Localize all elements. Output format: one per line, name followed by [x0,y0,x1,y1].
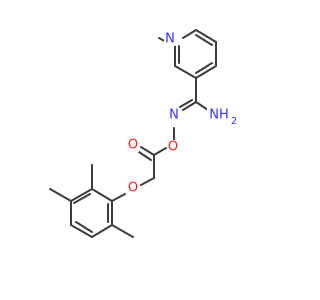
trimethylphenyl-ring [49,164,134,238]
amine-subscript-text: 2 [231,116,237,127]
bond-pyr-c6-c5 [195,29,217,43]
bond-aryl-c2-c3-inner [73,193,91,204]
bond-o-to-carbonyl-c [153,147,167,156]
bond-aryl-c4-c5-inner [75,221,93,233]
bond-aryl-c1-c2 [91,188,113,202]
pyridine-ring [158,29,217,79]
oxime-o-text: O [168,140,178,155]
amidoxime-fragment [153,77,209,156]
ester-linker-fragment [111,146,155,202]
carbonyl-o-text: O [128,138,138,153]
bond-aryl-c5-c6 [91,224,113,238]
bond-carbonyl-c-o-double-b [138,151,152,161]
pyridine-n-text: N [165,32,175,47]
carbonyl-oxygen-label: O [127,138,139,153]
bond-pyr-c4-c3 [195,65,217,79]
bond-ether-o-to-aryl-c [111,193,126,202]
oxime-oxygen-label: O [167,140,179,155]
imine-nitrogen-label: N [168,108,180,123]
amine-main-text: NH [209,108,229,123]
bond-aryl-c4-c5 [70,224,93,238]
bond-pyr-c3-c2 [174,65,197,79]
methyl-bond-meta [49,188,72,202]
bond-amidine-c-to-nh2 [195,101,209,111]
bond-amidine-c-to-n-double-a [182,101,197,111]
ether-o-text: O [128,181,138,196]
bond-aryl-c2-c3 [70,188,93,202]
bond-ch2-to-ether-o [140,177,155,186]
bond-carbonyl-c-o-double-a [140,146,155,156]
bond-amidine-c-to-n-double-b [179,99,193,108]
bond-pyr-c4-c3-inner [195,62,213,74]
pyridine-nitrogen-label: N [164,32,176,47]
bond-pyr-n1-c6 [182,29,197,39]
molecule-structure-diagram: N N NH 2 O O O [49,29,241,238]
atom-labels: N N NH 2 O O O [127,32,241,196]
imine-n-text: N [169,108,179,123]
methyl-bond-para [111,224,134,238]
bond-pyr-c6-c5-inner [195,34,213,46]
amine-label: NH 2 [207,106,241,127]
ether-oxygen-label: O [127,181,139,196]
